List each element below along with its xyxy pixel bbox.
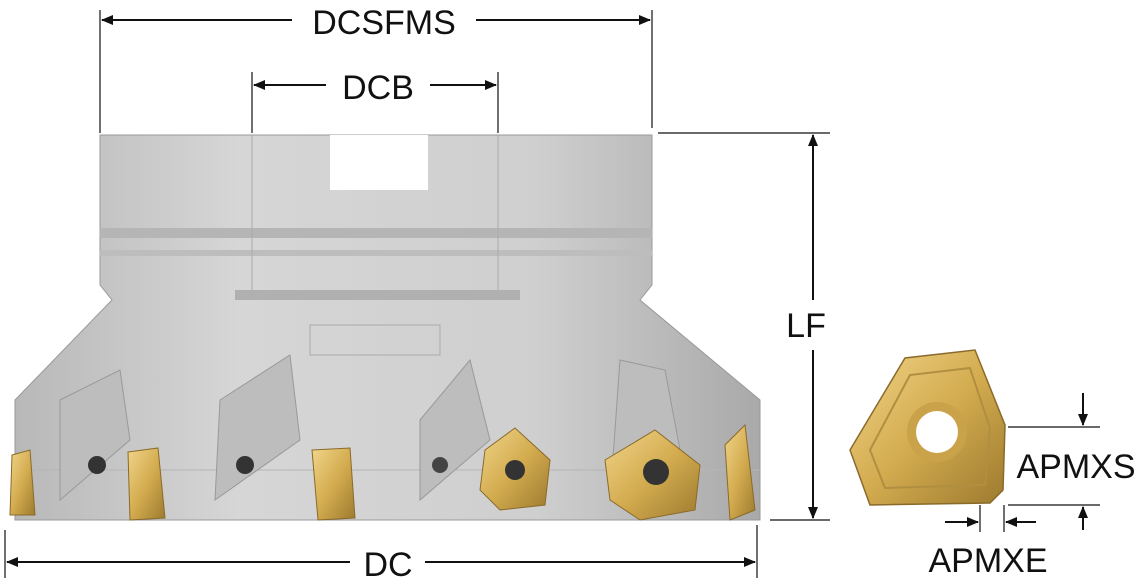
label-dc: DC [363, 546, 412, 584]
dimension-lines [4, 10, 1100, 578]
cutter-body [14, 134, 761, 521]
cutter-inserts [9, 423, 756, 521]
label-dcsfms: DCSFMS [312, 4, 456, 42]
screw-hole-icon [432, 457, 448, 473]
screw-hole-icon [236, 456, 254, 474]
label-dcb: DCB [342, 69, 414, 107]
insert-detail [849, 349, 1006, 506]
label-lf: LF [786, 307, 826, 345]
screw-hole-icon [88, 456, 106, 474]
label-apmxe: APMXE [928, 542, 1047, 580]
label-apmxs: APMXS [1016, 448, 1135, 486]
